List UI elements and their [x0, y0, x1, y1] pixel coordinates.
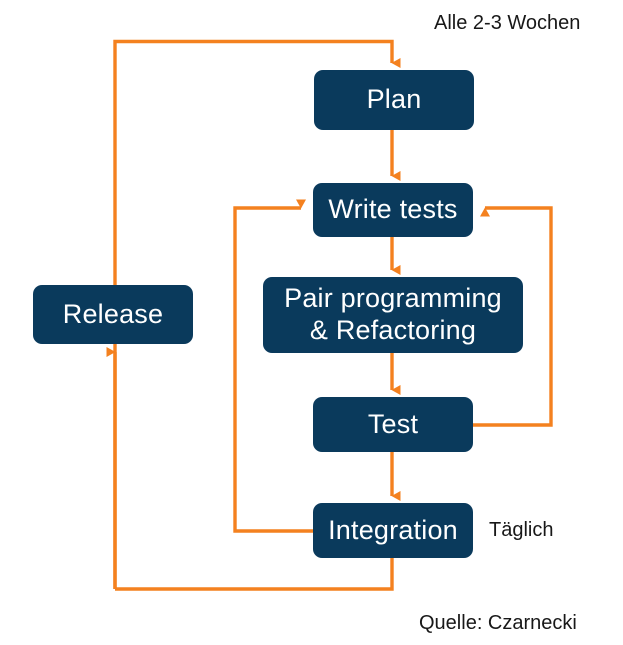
node-plan-label: Plan: [366, 84, 422, 115]
node-pair-programming-refactoring[interactable]: Pair programming & Refactoring: [263, 277, 523, 353]
node-write-tests-label: Write tests: [328, 194, 458, 225]
node-integration-label: Integration: [328, 514, 458, 545]
node-plan[interactable]: Plan: [314, 70, 474, 130]
node-release[interactable]: Release: [33, 285, 193, 344]
edge-integration-to-write-tests: [233, 199, 313, 533]
edge-integration-to-bottom-rail: [115, 558, 394, 591]
edge-test-to-write-tests: [473, 206, 553, 427]
caption-source: Quelle: Czarnecki: [419, 612, 577, 634]
caption-cadence: Alle 2-3 Wochen: [434, 12, 581, 34]
node-test[interactable]: Test: [313, 397, 473, 452]
node-release-label: Release: [62, 298, 164, 329]
node-test-label: Test: [367, 408, 419, 439]
node-write-tests[interactable]: Write tests: [313, 183, 473, 237]
node-integration[interactable]: Integration: [313, 503, 473, 558]
caption-daily: Täglich: [489, 519, 554, 541]
node-pair-programming-refactoring-label: Pair programming & Refactoring: [284, 283, 502, 345]
